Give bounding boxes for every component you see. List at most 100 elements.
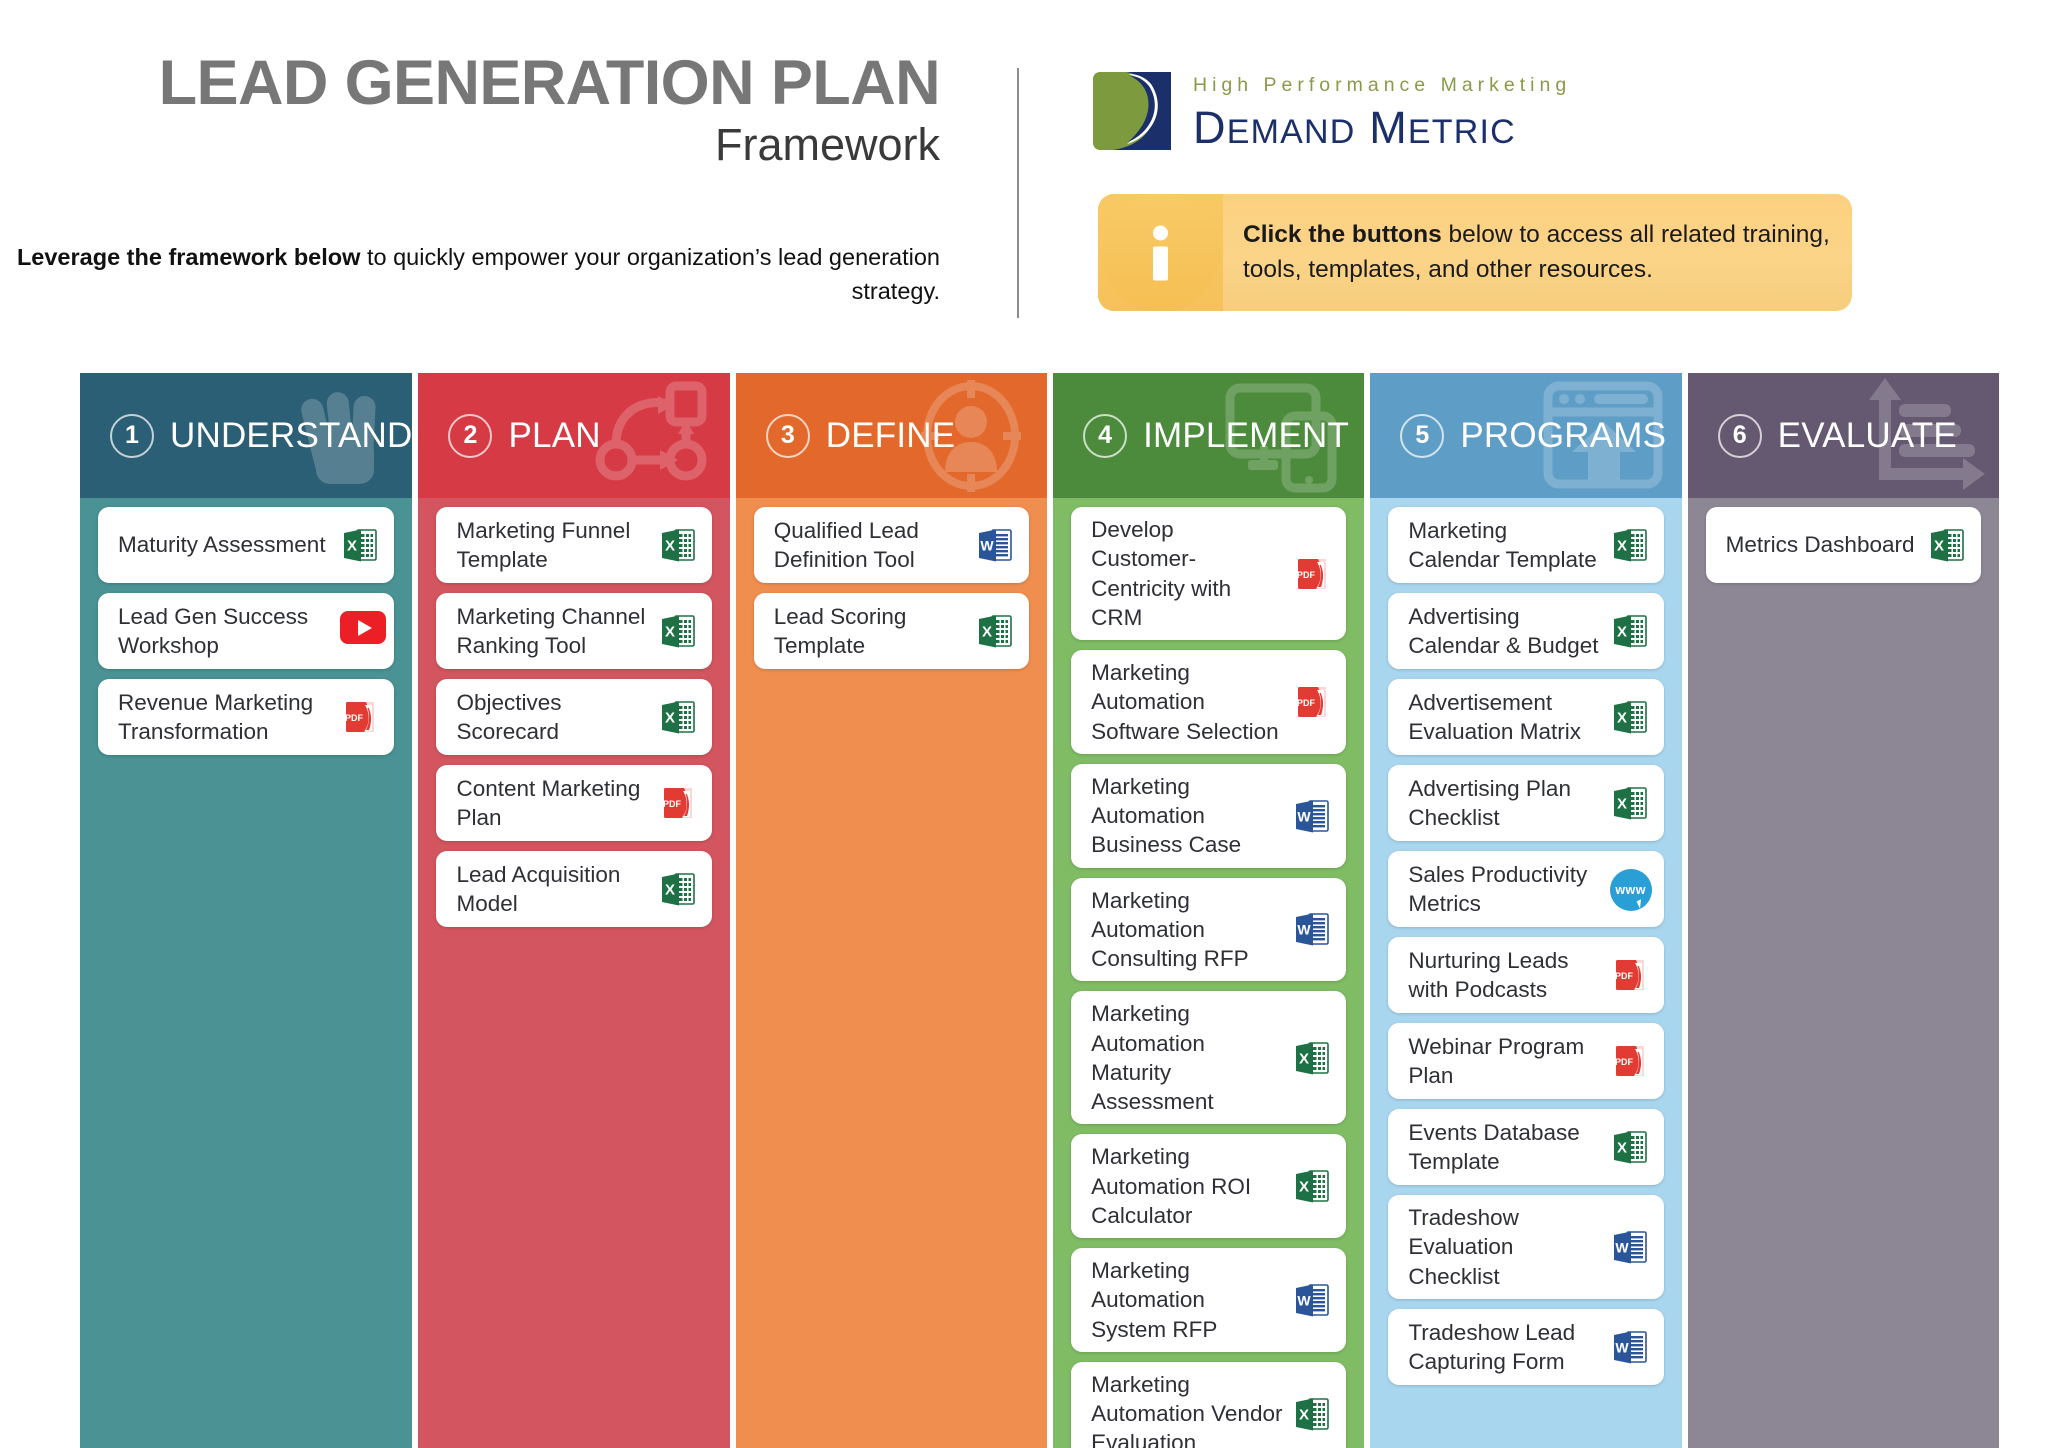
resource-card[interactable]: Nurturing Leads with Podcasts PDF [1388,937,1664,1013]
resource-card-label: Marketing Automation Consulting RFP [1091,887,1249,972]
excel-icon: X [1292,1394,1332,1434]
svg-text:X: X [665,624,675,641]
logo-mark-icon [1093,72,1171,150]
info-icon [1098,194,1223,311]
column-number-badge: 1 [110,413,154,458]
svg-text:X: X [1617,538,1627,555]
page-header: LEAD GENERATION PLAN Framework Leverage … [0,0,2048,330]
column-number-badge: 5 [1400,413,1445,458]
resource-card-label: Marketing Automation System RFP [1091,1258,1218,1342]
column-header-5[interactable]: 5 PROGRAMS [1370,373,1682,498]
svg-text:PDF: PDF [663,799,682,809]
word-icon: W [1610,1327,1650,1367]
resource-card-icon: X [340,525,380,565]
title-block: LEAD GENERATION PLAN Framework [0,52,960,171]
resource-card[interactable]: Marketing Automation Business Case W [1071,763,1347,868]
word-icon: W [975,525,1015,565]
resource-card-icon [340,611,387,651]
youtube-icon [340,611,387,644]
svg-text:X: X [665,538,675,555]
resource-card[interactable]: Marketing Automation Consulting RFP W [1071,877,1347,982]
resource-card-icon: W [1292,1280,1332,1320]
resource-card-icon: W [1292,796,1332,836]
logo-tagline: High Performance Marketing [1193,74,1572,96]
pdf-icon: PDF [1292,682,1332,722]
excel-icon: X [1610,697,1650,737]
resource-card-label: Nurturing Leads with Podcasts [1408,947,1569,1002]
excel-icon: X [1610,525,1650,565]
resource-card-label: Objectives Scorecard [456,689,562,744]
resource-card-icon: X [1610,525,1650,565]
play-triangle-icon [357,619,372,636]
excel-icon: X [1610,783,1650,823]
excel-icon: X [658,525,698,565]
page-subtitle: Framework [714,119,940,170]
resource-card-label: Marketing Automation Vendor Evaluation [1091,1371,1283,1448]
svg-text:X: X [1934,538,1944,555]
resource-card-label: Tradeshow Lead Capturing Form [1408,1319,1576,1374]
resource-card-label: Sales Productivity Metrics [1408,861,1588,916]
resource-card-label: Develop Customer-Centricity with CRM [1091,517,1232,630]
svg-text:X: X [1617,796,1627,813]
excel-icon: X [1292,1038,1332,1078]
pdf-icon: PDF [1610,1041,1650,1081]
column-number-badge: 3 [765,413,810,458]
pdf-icon: PDF [1292,554,1332,594]
column-title: EVALUATE [1777,415,1957,455]
resource-card[interactable]: Marketing Automation System RFP W [1071,1248,1347,1352]
resource-card-label: Marketing Automation Business Case [1091,773,1242,858]
word-icon: W [1292,796,1332,836]
resource-card-icon: PDF [1610,1041,1650,1081]
column-title: PROGRAMS [1460,415,1667,455]
resource-card-icon: X [1610,783,1650,823]
resource-card[interactable]: Lead Gen Success Workshop [98,593,395,669]
resource-card-label: Events Database Template [1408,1119,1580,1174]
resource-card-icon: X [975,611,1015,651]
intro-text: Leverage the framework below to quickly … [0,240,960,308]
resource-card[interactable]: Marketing Calendar Template X [1388,507,1664,583]
resource-card[interactable]: Develop Customer-Centricity with CRM PDF [1071,507,1347,640]
resource-card-icon: PDF [1610,955,1650,995]
word-icon: W [1292,909,1332,949]
svg-text:PDF: PDF [1615,971,1634,981]
callout-text: Click the buttons below to access all re… [1223,218,1852,288]
svg-text:W: W [1615,1339,1629,1355]
excel-icon: X [658,869,698,909]
resource-card-icon: X [1292,1038,1332,1078]
resource-card-icon: PDF [1292,554,1332,594]
resource-card-icon: X [1292,1166,1332,1206]
resource-card[interactable]: Marketing Automation Maturity Assessment… [1071,991,1347,1125]
resource-card-label: Marketing Calendar Template [1408,517,1597,572]
resource-card[interactable]: Tradeshow Lead Capturing Form W [1388,1308,1664,1385]
